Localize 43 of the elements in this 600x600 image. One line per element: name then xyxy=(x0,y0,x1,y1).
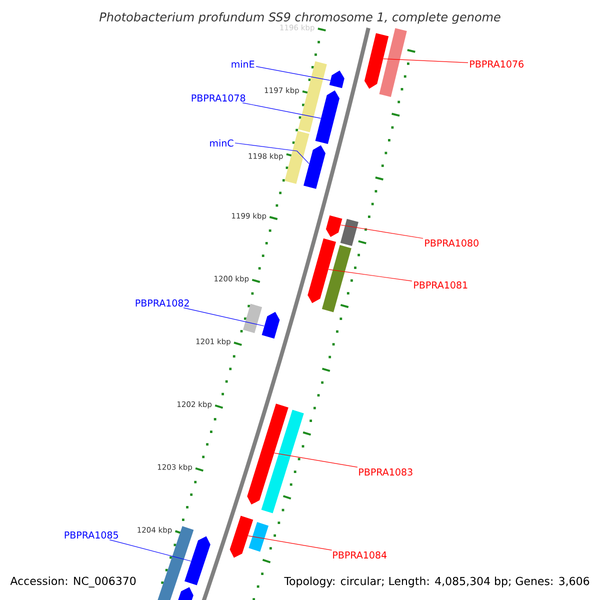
gene-feature xyxy=(340,218,358,246)
footer-text: Topology: circular; Length: 4,085,304 bp; Genes: 3,606 xyxy=(284,576,590,588)
gene-feature xyxy=(329,70,344,88)
gene-feature xyxy=(184,536,210,586)
gene-feature xyxy=(304,145,326,189)
gene-feature xyxy=(284,130,310,184)
leader-line xyxy=(383,58,468,63)
gene-label: PBPRA1083 xyxy=(359,468,412,476)
gene-label: minC xyxy=(210,139,234,147)
leader-line xyxy=(274,452,358,468)
gene-feature xyxy=(364,33,389,89)
gene-label: PBPRA1081 xyxy=(414,281,468,289)
leader-line xyxy=(242,102,322,119)
leader-line xyxy=(340,224,424,239)
gene-feature xyxy=(298,61,327,132)
title: Photobacterium profundum SS9 chromosome 1, complete genome xyxy=(99,12,500,24)
gene-feature xyxy=(379,28,407,97)
gene-feature xyxy=(248,522,269,552)
gene-feature xyxy=(262,312,280,339)
gene-feature xyxy=(326,215,342,238)
gene-label: PBPRA1084 xyxy=(333,551,387,559)
gene-label: PBPRA1080 xyxy=(425,239,478,247)
gene-label: PBPRA1085 xyxy=(64,531,118,539)
leader-line xyxy=(248,536,332,551)
gene-feature xyxy=(176,587,194,600)
gene-feature xyxy=(315,90,340,144)
gene-feature xyxy=(247,404,288,505)
gene-label: minE xyxy=(232,60,254,68)
gene-label: PBPRA1078 xyxy=(192,94,246,102)
gene-label: PBPRA1076 xyxy=(470,60,524,68)
gene-feature xyxy=(308,238,336,304)
leader-line xyxy=(328,269,412,282)
leader-line xyxy=(256,66,331,81)
leader-line xyxy=(183,308,264,326)
gene-feature xyxy=(322,245,352,312)
leader-line xyxy=(234,142,310,164)
gene-label: PBPRA1082 xyxy=(136,299,189,307)
gene-feature xyxy=(243,304,262,334)
gene-feature xyxy=(157,526,194,600)
gene-feature xyxy=(261,410,304,514)
footer-text: Accession: NC_006370 xyxy=(10,576,136,588)
leader-line xyxy=(109,540,192,562)
gene-feature xyxy=(230,516,254,558)
